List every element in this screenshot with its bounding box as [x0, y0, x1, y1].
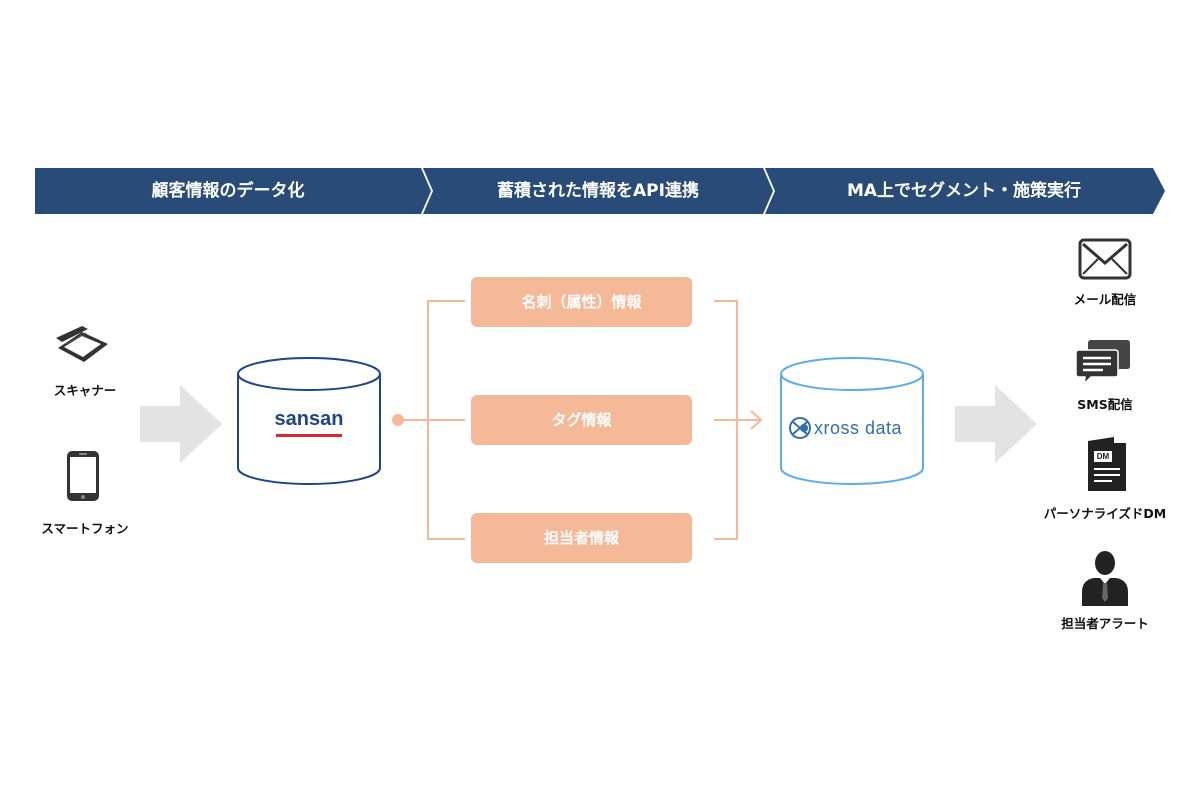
smartphone-label: スマートフォン [41, 521, 129, 536]
attribute-owner-info: 担当者情報 [471, 513, 692, 563]
person-icon [1080, 550, 1130, 606]
xrossdata-logo-icon [788, 416, 812, 440]
sansan-logo-underline [276, 434, 342, 437]
flow-arrow-left [140, 385, 222, 463]
dm-label: パーソナライズドDM [1043, 506, 1167, 521]
mail-icon [1078, 238, 1132, 280]
smartphone-icon [66, 450, 100, 502]
xrossdata-database [779, 356, 925, 486]
attribute-tag-info: タグ情報 [471, 395, 692, 445]
step-label-2: 蓄積された情報をAPI連携 [497, 181, 699, 201]
mail-label: メール配信 [1073, 292, 1137, 307]
dm-icon [1086, 437, 1128, 493]
sansan-logo: sansan [274, 408, 344, 430]
connector-line [398, 419, 428, 421]
sms-icon [1075, 338, 1131, 387]
sms-label: SMS配信 [1077, 397, 1133, 412]
scanner-icon [54, 326, 112, 366]
right-bracket-arrow [714, 405, 764, 435]
step-label-3: MA上でセグメント・施策実行 [846, 181, 1082, 201]
step-banner-3: MA上でセグメント・施策実行 [765, 168, 1165, 214]
left-bracket-mid [427, 419, 465, 421]
scanner-label: スキャナー [53, 383, 117, 398]
xrossdata-logo: xross data [814, 418, 903, 438]
sansan-database [236, 356, 382, 486]
attribute-card-info: 名刺（属性）情報 [471, 277, 692, 327]
flow-arrow-right [955, 385, 1037, 463]
step-label-1: 顧客情報のデータ化 [151, 181, 305, 201]
step-banner-2: 蓄積された情報をAPI連携 [423, 168, 773, 214]
person-alert-label: 担当者アラート [1061, 616, 1149, 631]
step-banner-1: 顧客情報のデータ化 [35, 168, 431, 214]
dm-badge: DM [1096, 452, 1110, 461]
